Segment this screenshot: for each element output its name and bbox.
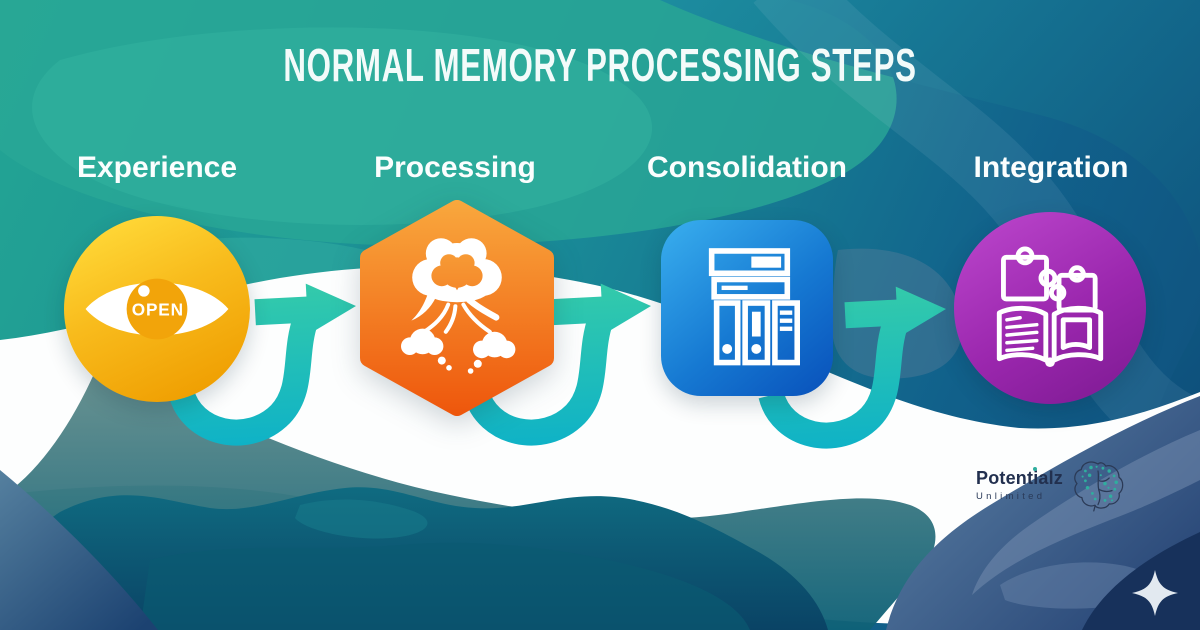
open-eye-icon: OPEN xyxy=(85,278,229,340)
step-label-experience: Experience xyxy=(76,151,238,184)
book-puzzle-icon xyxy=(996,246,1104,368)
thought-burst-icon xyxy=(401,238,516,374)
curved-arrow-icon xyxy=(463,283,651,446)
step-label-consolidation: Consolidation xyxy=(647,151,847,184)
logo-name: Potentialz xyxy=(976,467,1064,488)
page-title: NORMAL MEMORY PROCESSING STEPS xyxy=(283,39,917,91)
eye-open-text: OPEN xyxy=(132,300,184,320)
curved-arrow-icon xyxy=(168,283,356,446)
archive-shelf-icon xyxy=(708,248,800,366)
curved-arrow-icon xyxy=(758,286,946,449)
brain-icon xyxy=(1074,461,1124,512)
step-label-integration: Integration xyxy=(973,151,1129,184)
logo-accent-dot xyxy=(1033,467,1037,471)
integration-badge xyxy=(954,212,1146,404)
processing-badge xyxy=(360,200,554,416)
sparkle-icon xyxy=(1132,570,1178,616)
brand-logo: Potentialz Unlimited xyxy=(976,456,1126,514)
experience-badge: OPEN xyxy=(64,216,250,402)
logo-subtitle: Unlimited xyxy=(976,491,1046,502)
step-label-processing: Processing xyxy=(374,151,536,184)
consolidation-badge xyxy=(661,220,833,396)
logo-text: Potentialz Unlimited xyxy=(976,467,1064,502)
